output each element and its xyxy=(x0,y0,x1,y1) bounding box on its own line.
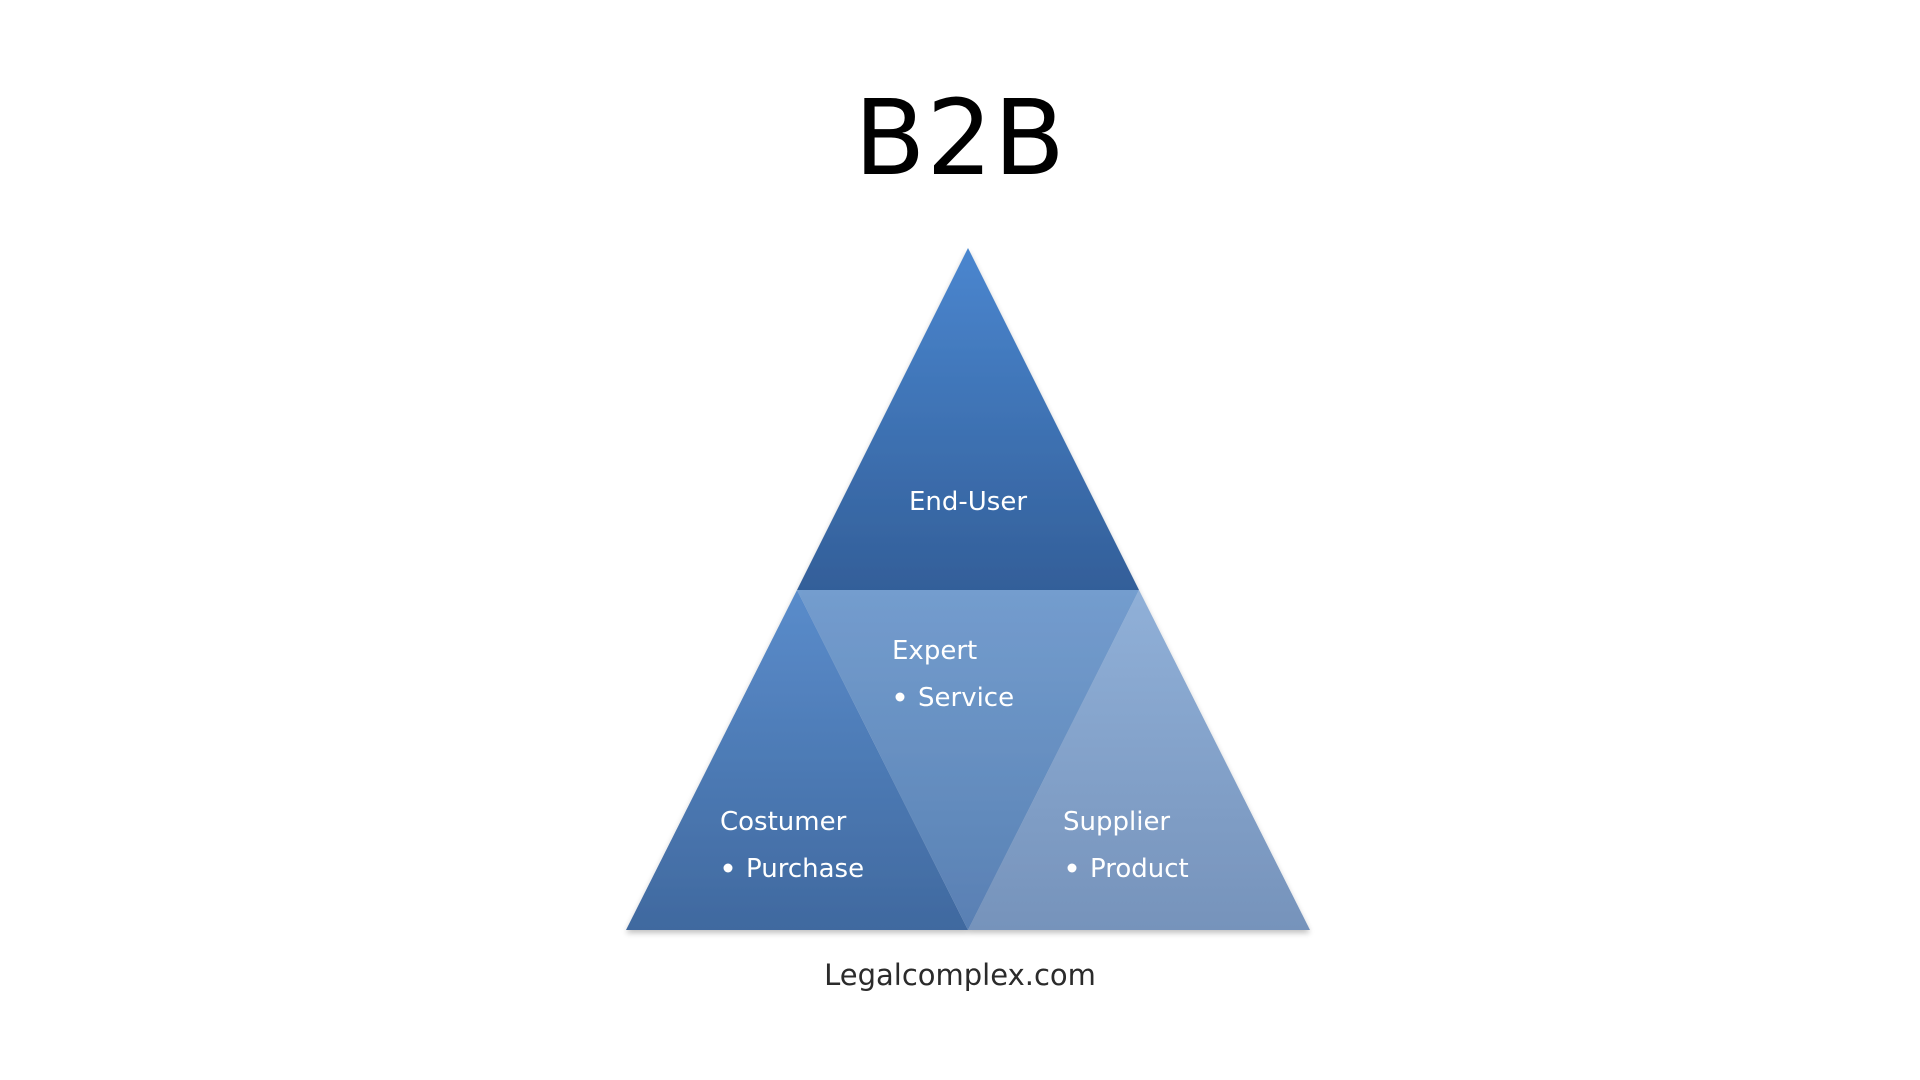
costumer-label: Costumer xyxy=(720,807,847,837)
supplier-bullet-dot xyxy=(1067,863,1077,873)
page-title: B2B xyxy=(854,77,1066,199)
end-user-label: End-User xyxy=(909,487,1027,517)
costumer-bullet-text: Purchase xyxy=(746,854,864,884)
expert-label: Expert xyxy=(892,636,977,666)
expert-bullet-dot xyxy=(895,692,905,702)
segment-costumer xyxy=(626,590,968,930)
segment-expert xyxy=(797,590,1139,930)
segment-end-user xyxy=(797,248,1139,590)
expert-bullet-text: Service xyxy=(918,683,1014,713)
source-credit: Legalcomplex.com xyxy=(824,958,1096,992)
costumer-bullet-dot xyxy=(723,863,733,873)
supplier-label: Supplier xyxy=(1063,807,1170,837)
segment-supplier xyxy=(968,590,1310,930)
supplier-bullet-text: Product xyxy=(1090,854,1189,884)
